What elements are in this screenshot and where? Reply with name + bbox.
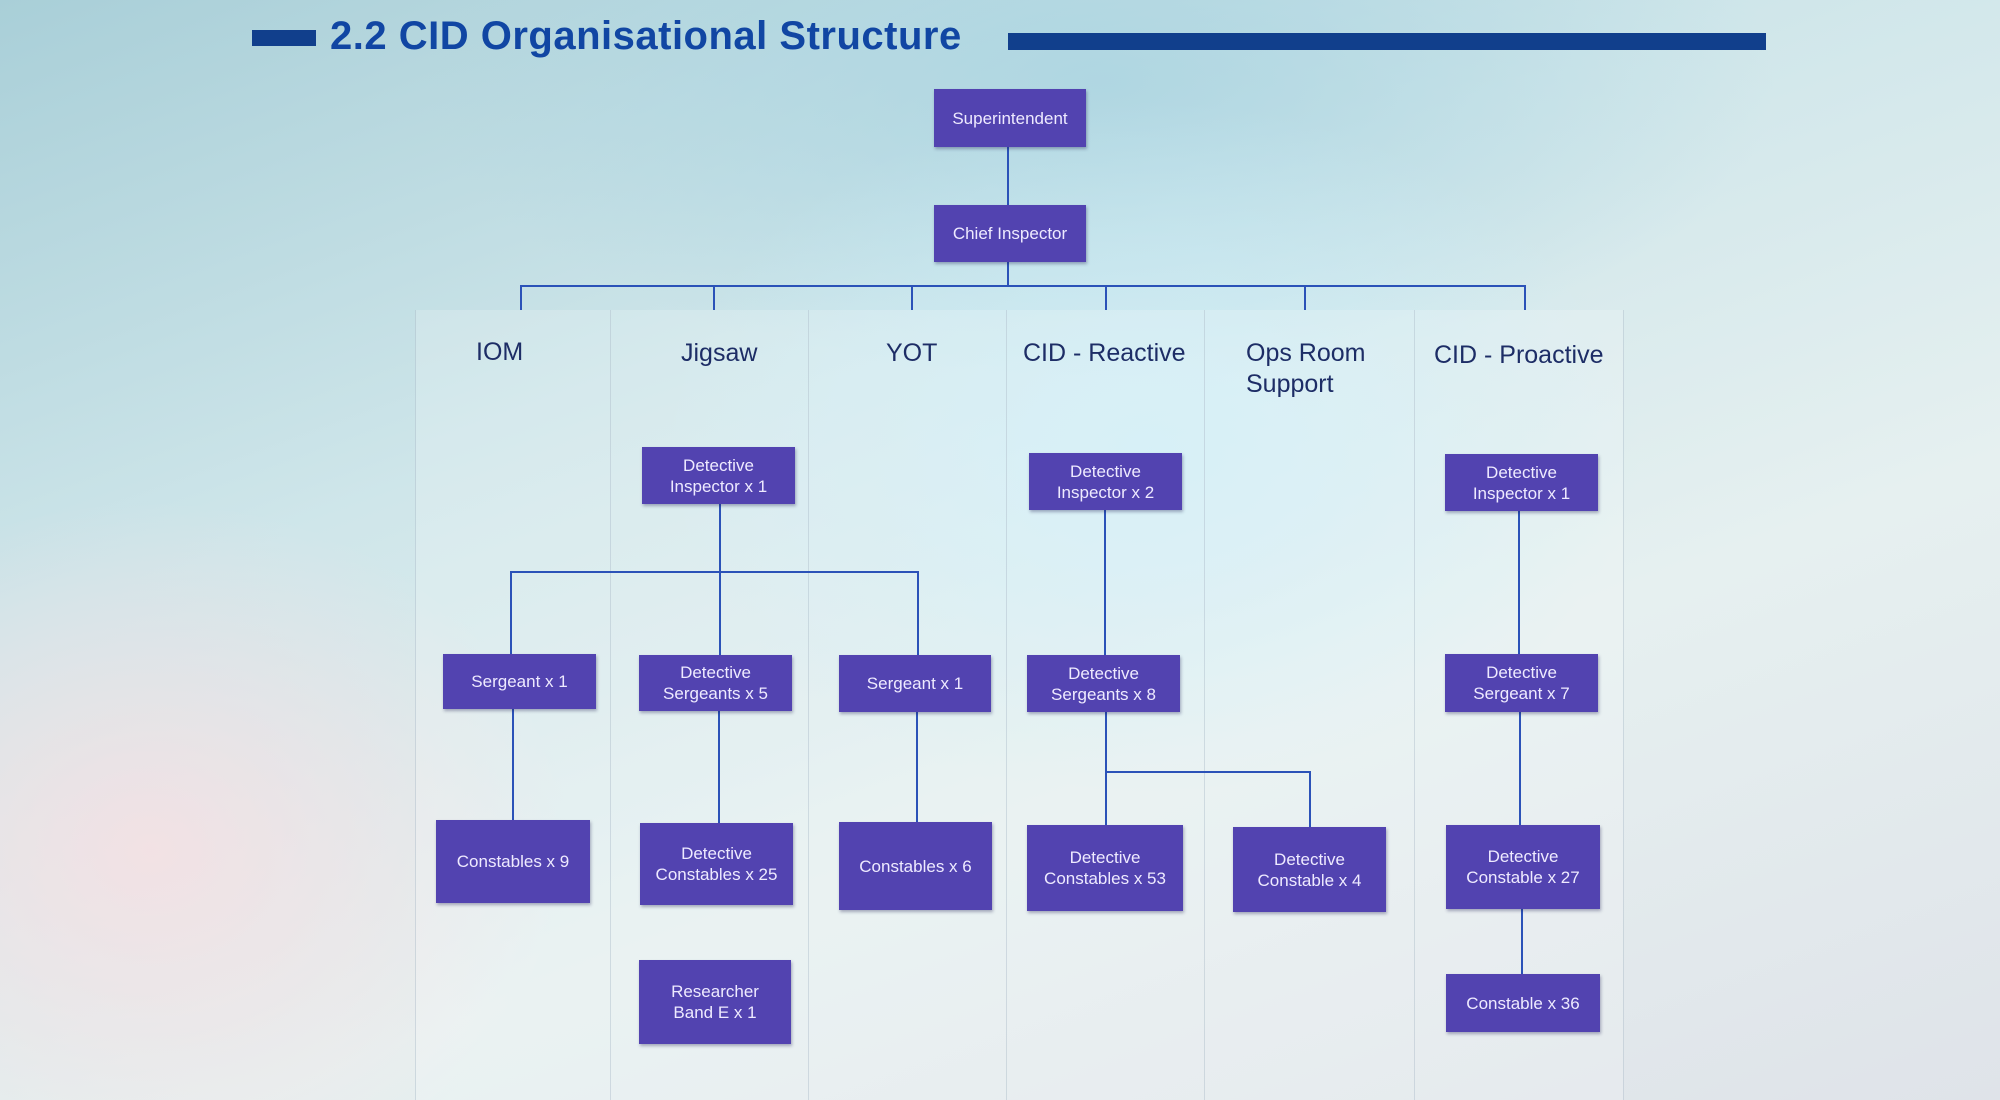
page-title: 2.2 CID Organisational Structure (330, 14, 962, 58)
connector-line (718, 711, 720, 823)
node-superintendent: Superintendent (934, 89, 1086, 147)
node-jigsaw-detective-sergeants: Detective Sergeants x 5 (639, 655, 792, 711)
node-yot-sergeant: Sergeant x 1 (839, 655, 991, 712)
connector-line (1007, 262, 1009, 287)
node-jigsaw-detective-inspector: Detective Inspector x 1 (642, 447, 795, 504)
connector-line (520, 285, 522, 310)
title-bar-right (1008, 33, 1766, 50)
node-proactive-detective-constable: Detective Constable x 27 (1446, 825, 1600, 909)
node-proactive-detective-inspector: Detective Inspector x 1 (1445, 454, 1598, 511)
connector-line (510, 571, 919, 573)
node-yot-constables: Constables x 6 (839, 822, 992, 910)
connector-line (512, 709, 514, 820)
node-proactive-constable: Constable x 36 (1446, 974, 1600, 1032)
connector-line (1007, 147, 1009, 205)
connector-line (911, 285, 913, 310)
connector-line (1105, 712, 1107, 825)
connector-line (1309, 771, 1311, 827)
node-iom-constables: Constables x 9 (436, 820, 590, 903)
column-header-jigsaw: Jigsaw (681, 339, 758, 367)
node-reactive-detective-constables: Detective Constables x 53 (1027, 825, 1183, 911)
connector-line (510, 571, 512, 655)
connector-line (1521, 909, 1523, 974)
node-reactive-detective-inspector: Detective Inspector x 2 (1029, 453, 1182, 510)
connector-line (719, 504, 721, 655)
column-header-cid-reactive: CID - Reactive (1023, 339, 1186, 367)
connector-line (1104, 510, 1106, 655)
node-jigsaw-detective-constables: Detective Constables x 25 (640, 823, 793, 905)
connector-line (713, 285, 715, 310)
connector-line (1304, 285, 1306, 310)
node-iom-sergeant: Sergeant x 1 (443, 654, 596, 709)
column-header-iom: IOM (476, 338, 524, 366)
node-jigsaw-researcher: Researcher Band E x 1 (639, 960, 791, 1044)
column-panel-ops (1204, 310, 1415, 1100)
connector-line (1524, 285, 1526, 310)
connector-line (916, 712, 918, 822)
column-header-ops-room-support: Ops Room Support (1246, 339, 1366, 398)
connector-line (1518, 511, 1520, 654)
column-header-cid-proactive: CID - Proactive (1434, 341, 1604, 369)
connector-line (1105, 285, 1107, 310)
node-reactive-detective-sergeants: Detective Sergeants x 8 (1027, 655, 1180, 712)
title-bar-left (252, 30, 316, 46)
node-chief-inspector: Chief Inspector (934, 205, 1086, 262)
connector-line (520, 285, 1526, 287)
connector-line (1105, 771, 1311, 773)
node-proactive-detective-sergeant: Detective Sergeant x 7 (1445, 654, 1598, 712)
connector-line (917, 571, 919, 655)
connector-line (1519, 712, 1521, 825)
node-ops-detective-constable: Detective Constable x 4 (1233, 827, 1386, 912)
column-header-yot: YOT (886, 339, 938, 367)
